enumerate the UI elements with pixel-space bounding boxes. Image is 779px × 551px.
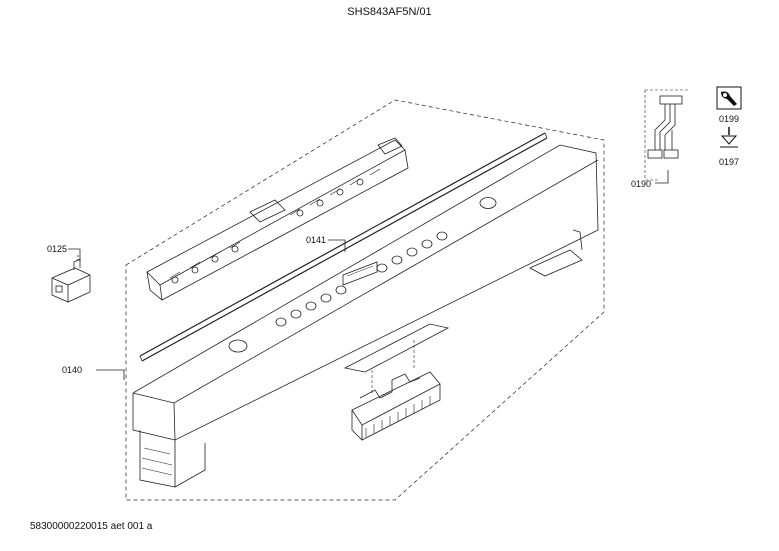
part-label-0199: 0199 (719, 114, 740, 124)
rod-part (139, 132, 548, 362)
cable-harness-part (644, 89, 690, 181)
clip-part (51, 255, 91, 303)
part-label-0197: 0197 (719, 157, 740, 167)
control-panel-part (132, 144, 599, 488)
assembly-boundary (125, 99, 605, 501)
drill-icon (718, 127, 740, 151)
part-label-0141: 0141 (306, 235, 327, 245)
part-label-0140: 0140 (62, 365, 83, 375)
model-title: SHS843AF5N/01 (347, 6, 432, 18)
document-id: 58300000220015 aet 001 a (30, 521, 153, 532)
leader-0125 (68, 248, 81, 262)
leader-0190 (655, 170, 669, 184)
part-label-0125: 0125 (47, 244, 68, 254)
handle-grip-part (351, 340, 441, 441)
leader-0141 (328, 239, 346, 252)
leader-0140 (96, 369, 125, 380)
wrench-icon (716, 86, 742, 110)
electronic-module-part (146, 137, 409, 301)
part-label-0190: 0190 (631, 179, 652, 189)
